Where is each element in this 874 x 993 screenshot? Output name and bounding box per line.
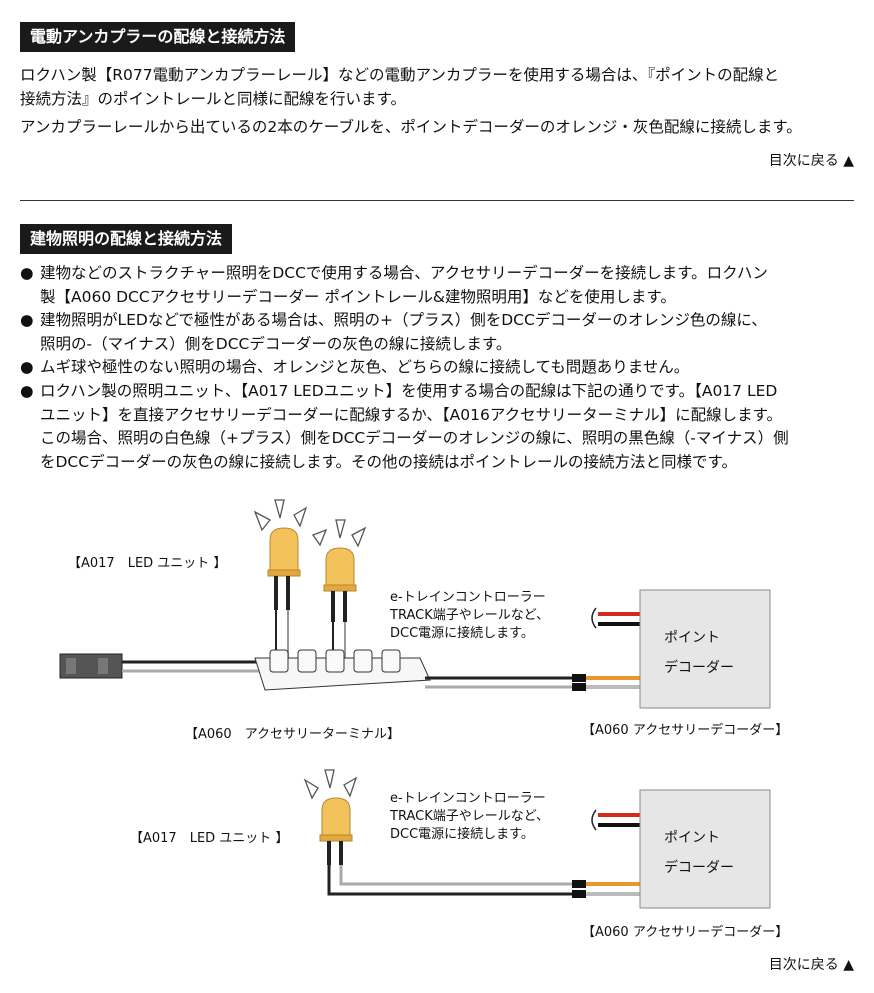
bullet-dot: ● bbox=[20, 264, 34, 282]
uncoupler-paragraph-line1: ロクハン製【R077電動アンカプラーレール】などの電動アンカプラーを使用する場合… bbox=[20, 66, 780, 84]
lighting-bullet-list: ● 建物などのストラクチャー照明をDCCで使用する場合、アクセサリーデコーダーを… bbox=[20, 262, 860, 474]
wire-black bbox=[327, 865, 578, 896]
controller-note-line: e-トレインコントローラー bbox=[390, 590, 546, 605]
led-unit-label: 【A017 LED ユニット 】 bbox=[68, 556, 226, 571]
bullet-item: ● 建物照明がLEDなどで極性がある場合は、照明の+（プラス）側をDCCデコーダ… bbox=[20, 309, 860, 356]
wire-sleeve bbox=[572, 683, 586, 691]
bullet-item: ● 建物などのストラクチャー照明をDCCで使用する場合、アクセサリーデコーダーを… bbox=[20, 262, 860, 309]
bullet-dot: ● bbox=[20, 311, 34, 330]
controller-note-line: TRACK端子やレールなど、 bbox=[389, 809, 549, 824]
point-decoder-box bbox=[639, 789, 771, 909]
point-decoder-box bbox=[639, 589, 771, 709]
bullet-line: ユニット】を直接アクセサリーデコーダーに配線するか、【A016アクセサリーターミ… bbox=[40, 405, 783, 424]
wire-sleeve bbox=[572, 890, 586, 898]
bullet-line: この場合、照明の白色線（+プラス）側をDCCデコーダーのオレンジの線に、照明の黒… bbox=[40, 429, 789, 448]
back-to-toc-link-2[interactable]: 目次に戻る ▲ bbox=[768, 957, 854, 973]
bullet-line: をDCCデコーダーの灰色の線に接続します。その他の接続はポイントレールの接続方法… bbox=[40, 452, 737, 471]
wire-sleeve bbox=[572, 880, 586, 888]
bullet-line: 製【A060 DCCアクセサリーデコーダー ポイントレール&建物照明用】などを使… bbox=[40, 287, 676, 306]
bullet-line: ムギ球や極性のない照明の場合、オレンジと灰色、どちらの線に接続しても問題ありませ… bbox=[40, 358, 690, 377]
controller-note-line: DCC電源に接続します。 bbox=[390, 625, 534, 641]
bullet-line: 建物照明がLEDなどで極性がある場合は、照明の+（プラス）側をDCCデコーダーの… bbox=[40, 311, 767, 330]
led-bulb-icon bbox=[323, 547, 357, 660]
led-bulb-icon bbox=[319, 797, 353, 865]
section-title-building-lighting: 建物照明の配線と接続方法 bbox=[20, 224, 233, 254]
uncoupler-paragraph-line2: 接続方法』のポイントレールと同様に配線を行います。 bbox=[20, 90, 406, 108]
bullet-line: 建物などのストラクチャー照明をDCCで使用する場合、アクセサリーデコーダーを接続… bbox=[40, 264, 768, 282]
led-unit-label: 【A017 LED ユニット 】 bbox=[130, 831, 288, 846]
uncoupler-paragraph-line3: アンカプラーレールから出ているの2本のケーブルを、ポイントデコーダーのオレンジ・… bbox=[20, 118, 802, 136]
bullet-line: 照明の-（マイナス）側をDCCデコーダーの灰色の線に接続します。 bbox=[40, 334, 512, 353]
bullet-dot: ● bbox=[20, 381, 34, 400]
accessory-terminal-icon bbox=[254, 649, 431, 691]
led-bulb-icon bbox=[267, 527, 301, 660]
bullet-item: ● ロクハン製の照明ユニット、【A017 LEDユニット】を使用する場合の配線は… bbox=[20, 380, 860, 474]
decoder-box-line1: ポイント bbox=[664, 630, 720, 646]
section-title-uncoupler: 電動アンカプラーの配線と接続方法 bbox=[20, 22, 296, 52]
led-light-rays-icon bbox=[303, 769, 358, 800]
controller-note-line: TRACK端子やレールなど、 bbox=[389, 608, 549, 623]
decoder-box-line1: ポイント bbox=[664, 830, 720, 846]
decoder-box-line2: デコーダー bbox=[664, 659, 734, 676]
controller-note-line: DCC電源に接続します。 bbox=[390, 826, 534, 842]
wiring-diagram: 【A017 LED ユニット 】 e-トレインコントローラー TRACK端子やレ… bbox=[59, 499, 788, 940]
wire-sleeve bbox=[572, 674, 586, 682]
wire-cut-mark bbox=[591, 607, 597, 629]
wire-cut-mark bbox=[591, 809, 597, 831]
decoder-box-line2: デコーダー bbox=[664, 859, 734, 876]
led-light-rays-icon bbox=[253, 499, 367, 548]
section-divider bbox=[20, 200, 854, 201]
decoder-label: 【A060 アクセサリーデコーダー】 bbox=[582, 722, 788, 738]
bullet-item: ● ムギ球や極性のない照明の場合、オレンジと灰色、どちらの線に接続しても問題あり… bbox=[20, 356, 860, 380]
controller-note-line: e-トレインコントローラー bbox=[390, 791, 546, 806]
connector-plug-icon bbox=[59, 653, 123, 679]
bullet-dot: ● bbox=[20, 358, 34, 377]
terminal-label: 【A060 アクセサリーターミナル】 bbox=[185, 727, 400, 742]
back-to-toc-link-1[interactable]: 目次に戻る ▲ bbox=[768, 153, 854, 169]
decoder-label: 【A060 アクセサリーデコーダー】 bbox=[582, 924, 788, 940]
bullet-line: ロクハン製の照明ユニット、【A017 LEDユニット】を使用する場合の配線は下記… bbox=[40, 381, 778, 400]
wire-gray bbox=[339, 865, 578, 886]
